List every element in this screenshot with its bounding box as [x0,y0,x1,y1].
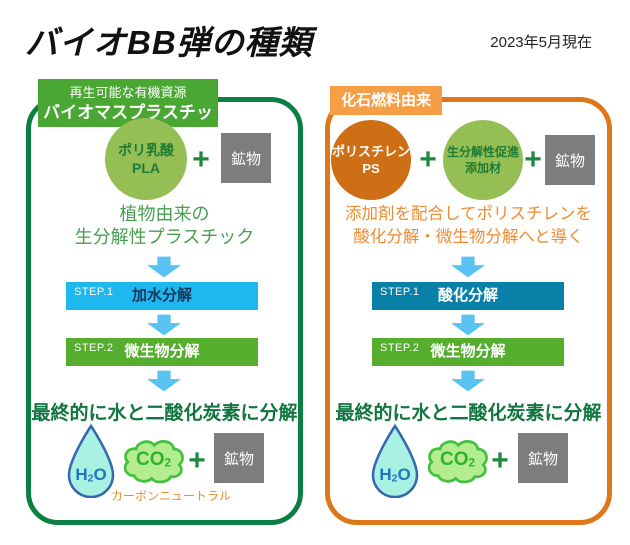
panel-biomass: 再生可能な有機資源 バイオマスプラスチック ポリ乳酸 PLA + 鉱物 植物由来… [26,79,303,525]
mineral-box: 鉱物 [545,135,595,185]
mineral-box: 鉱物 [214,433,264,483]
additive-circle-line2: 添加材 [464,161,501,175]
fossil-tag: 化石燃料由来 [330,86,442,115]
fossil-description-line1: 添加剤を配合してポリスチレンを [344,205,592,223]
biomass-tag: 再生可能な有機資源 バイオマスプラスチック [38,79,218,144]
biomass-tag-line1: 再生可能な有機資源 [69,85,187,100]
down-arrow-icon [147,370,181,392]
down-arrow-icon [451,256,485,278]
biomass-description-line1: 植物由来の [119,204,210,224]
step1-name: 加水分解 [131,287,192,304]
step1-name: 酸化分解 [437,287,498,304]
co2-cloud-icon: CO2 [425,437,490,483]
fossil-description: 添加剤を配合してポリスチレンを 酸化分解・微生物分解へと導く [330,203,607,249]
step2-name: 微生物分解 [124,343,200,360]
down-arrow-icon [451,370,485,392]
pla-circle-line1: ポリ乳酸 [118,142,174,158]
ps-circle-line2: PS [362,161,380,176]
pla-circle-line2: PLA [132,160,160,176]
step1-label: STEP.1 [380,286,420,298]
mineral-box: 鉱物 [221,133,271,183]
plus-sign: + [188,444,206,477]
step1-label: STEP.1 [74,286,114,298]
result-headline: 最終的に水と二酸化炭素に分解 [335,403,602,424]
step1-bar: STEP.1 酸化分解 [372,282,564,310]
step2-label: STEP.2 [74,342,114,354]
co2-label: CO2 [439,449,476,470]
down-arrow-icon [147,256,181,278]
plus-sign: + [524,143,542,176]
ps-circle: ポリスチレン PS [331,120,411,200]
step2-label: STEP.2 [380,342,420,354]
panel-fossil: 化石燃料由来 ポリスチレン PS + 生分解性促進 添加材 + 鉱物 添加剤を配… [325,86,612,525]
water-drop-icon: H2O [64,423,118,498]
pla-circle: ポリ乳酸 PLA [105,118,187,200]
carbon-neutral-caption: カーボンニュートラル [110,489,231,503]
plus-sign: + [192,143,210,176]
down-arrow-icon [147,314,181,336]
fossil-description-line2: 酸化分解・微生物分解へと導く [353,228,584,246]
down-arrow-icon [451,314,485,336]
step2-name: 微生物分解 [430,343,506,360]
step2-bar: STEP.2 微生物分解 [372,338,564,366]
step2-bar: STEP.2 微生物分解 [66,338,258,366]
additive-circle-line1: 生分解性促進 [446,145,519,159]
biomass-description-line2: 生分解性プラスチック [74,227,255,247]
h2o-label: H2O [379,465,411,485]
additive-circle: 生分解性促進 添加材 [443,120,523,200]
plus-sign: + [491,444,509,477]
plus-sign: + [419,143,437,176]
h2o-label: H2O [75,465,107,485]
step1-bar: STEP.1 加水分解 [66,282,258,310]
page-date: 2023年5月現在 [490,34,592,51]
biomass-description: 植物由来の 生分解性プラスチック [31,203,298,249]
water-drop-icon: H2O [368,423,422,498]
co2-label: CO2 [135,449,172,470]
result-headline: 最終的に水と二酸化炭素に分解 [31,403,298,424]
page-title: バイオBB弾の種類 [25,24,313,61]
co2-cloud-icon: CO2 [121,437,186,483]
mineral-box: 鉱物 [518,433,568,483]
ps-circle-line1: ポリスチレン [331,144,410,159]
